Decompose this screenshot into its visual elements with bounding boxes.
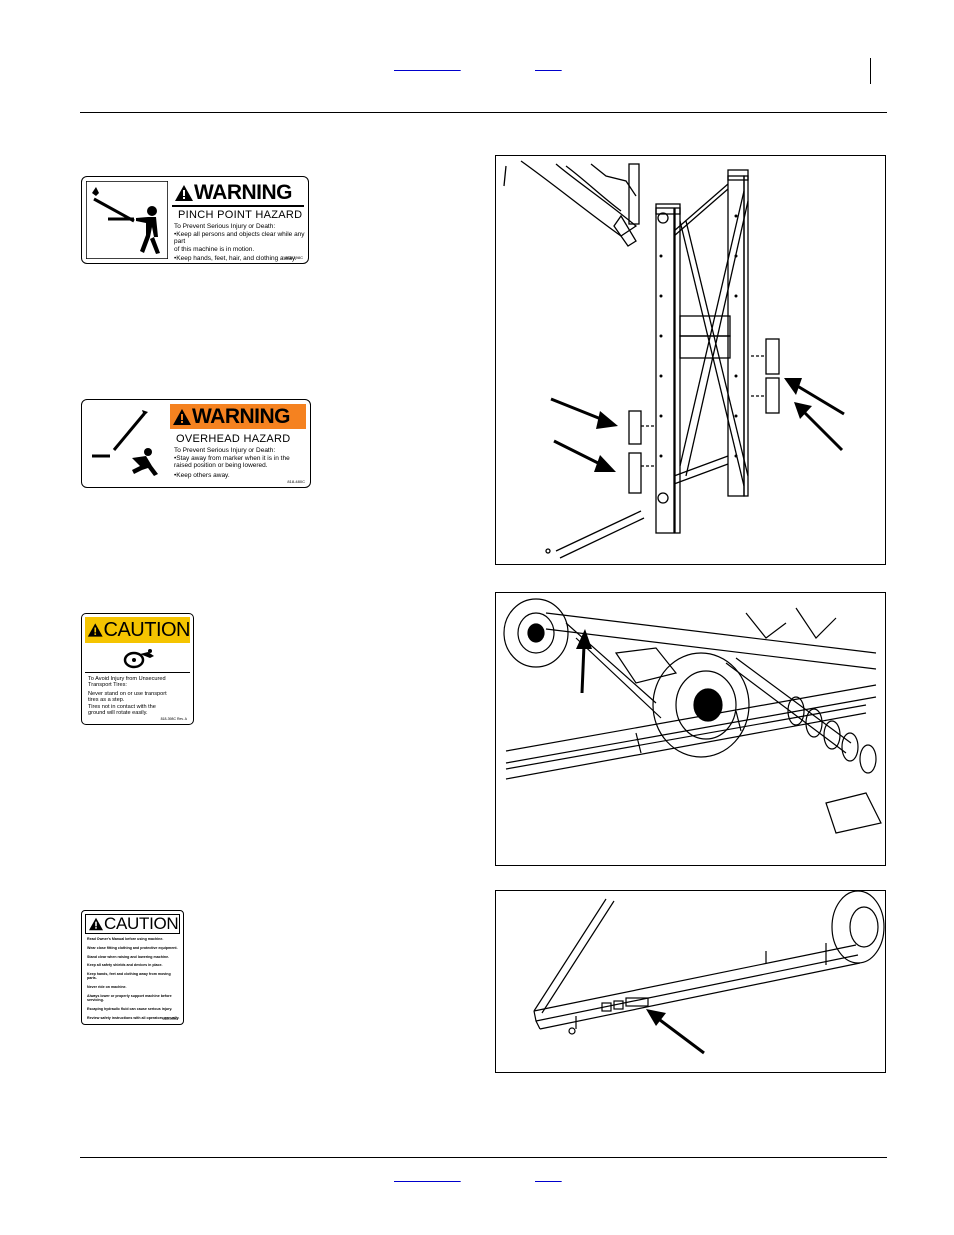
- alert-triangle-icon: [89, 917, 103, 931]
- pinch-text-block: To Prevent Serious Injury or Death: •Kee…: [174, 223, 306, 263]
- pinch-code: 818-398C: [285, 255, 303, 260]
- footer-link-left[interactable]: [394, 1169, 461, 1183]
- overhead-line: •Stay away from marker when it is in the: [174, 454, 290, 462]
- overhead-signal-word: WARNING: [192, 404, 291, 428]
- tire-pictogram: [123, 649, 154, 669]
- overhead-hazard-title: OVERHEAD HAZARD: [176, 433, 291, 445]
- tires-code: 818-398C Rev. A: [160, 717, 187, 721]
- pinch-line: of this machine is in motion.: [174, 245, 255, 253]
- general-line: Read Owner's Manual before using machine…: [87, 937, 164, 941]
- figure-marker-arm: [495, 890, 886, 1073]
- pinch-signal-word: WARNING: [194, 181, 293, 204]
- header-rule: [80, 112, 887, 113]
- header-page-bar: [870, 58, 871, 84]
- pinch-point-pictogram: [86, 181, 168, 259]
- pinch-line: •Keep hands, feet, hair, and clothing aw…: [174, 255, 297, 262]
- overhead-line: raised position or being lowered.: [174, 462, 268, 469]
- tires-caution-decal: CAUTION To Avoid Injury from Unsecured T…: [81, 613, 194, 725]
- general-text-block: Read Owner's Manual before using machine…: [87, 937, 181, 1020]
- pinch-line: •Keep all persons and objects clear whil…: [174, 230, 305, 246]
- general-line: Escaping hydraulic fluid can cause serio…: [87, 1007, 173, 1012]
- tires-line: To Avoid Injury from Unsecured: [88, 676, 166, 682]
- overhead-warning-decal: WARNING OVERHEAD HAZARD To Prevent Serio…: [81, 399, 311, 488]
- footer-rule: [80, 1157, 887, 1158]
- pinch-point-warning-decal: WARNING PINCH POINT HAZARD To Prevent Se…: [81, 176, 309, 264]
- pinch-line: To Prevent Serious Injury or Death:: [174, 223, 276, 230]
- transport-tires-illustration: [503, 598, 882, 834]
- tires-divider: [85, 672, 190, 673]
- tires-signal-bar: CAUTION: [85, 617, 190, 643]
- footer-link-right[interactable]: [535, 1169, 562, 1183]
- tires-text-block: To Avoid Injury from Unsecured Transport…: [88, 676, 192, 716]
- tires-signal-word: CAUTION: [103, 618, 191, 641]
- general-line: Always lower or properly support machine…: [87, 994, 172, 1003]
- alert-triangle-icon: [87, 623, 103, 637]
- general-signal-bar: CAUTION: [85, 914, 180, 934]
- header-link-left[interactable]: [394, 58, 461, 72]
- pinch-signal-bar: WARNING: [172, 181, 304, 207]
- tires-line: Tires not in contact with the: [88, 703, 156, 710]
- tires-line: Transport Tires:: [88, 682, 127, 689]
- header-link-right[interactable]: [535, 58, 562, 72]
- tires-line: ground will rotate easily.: [88, 710, 148, 717]
- general-line: Wear close fitting clothing and protecti…: [87, 945, 178, 950]
- overhead-code: 818-480C: [287, 479, 305, 484]
- marker-arm-illustration: [533, 891, 885, 1055]
- overhead-line: •Keep others away.: [174, 471, 230, 479]
- figure-marker-frame: [495, 155, 886, 565]
- general-line: Keep hands, feet and clothing away from …: [87, 972, 171, 981]
- general-line: Keep all safety shields and devices in p…: [87, 963, 163, 968]
- general-signal-word: CAUTION: [104, 914, 179, 933]
- pinch-hazard-title: PINCH POINT HAZARD: [178, 209, 303, 221]
- callout-arrows: [550, 378, 845, 472]
- overhead-signal-bar: WARNING: [170, 404, 306, 429]
- general-line: Stand clear when raising and lowering ma…: [87, 954, 170, 959]
- overhead-pictogram: [92, 410, 158, 476]
- general-caution-decal: CAUTION Read Owner's Manual before using…: [81, 910, 184, 1025]
- marker-frame-illustration: [503, 160, 845, 559]
- overhead-text-block: To Prevent Serious Injury or Death: •Sta…: [174, 447, 308, 479]
- alert-triangle-icon: [175, 185, 193, 201]
- alert-triangle-icon: [173, 408, 191, 425]
- figure-transport-tires: [495, 592, 886, 866]
- general-code: 818-003C: [162, 1017, 178, 1021]
- general-line: Review safety instructions with all oper…: [87, 1015, 180, 1020]
- tires-line: tires as a step.: [88, 697, 125, 704]
- overhead-line: To Prevent Serious Injury or Death:: [174, 447, 276, 454]
- general-line: Never ride on machine.: [87, 985, 127, 990]
- tires-line: Never stand on or use transport: [88, 690, 167, 697]
